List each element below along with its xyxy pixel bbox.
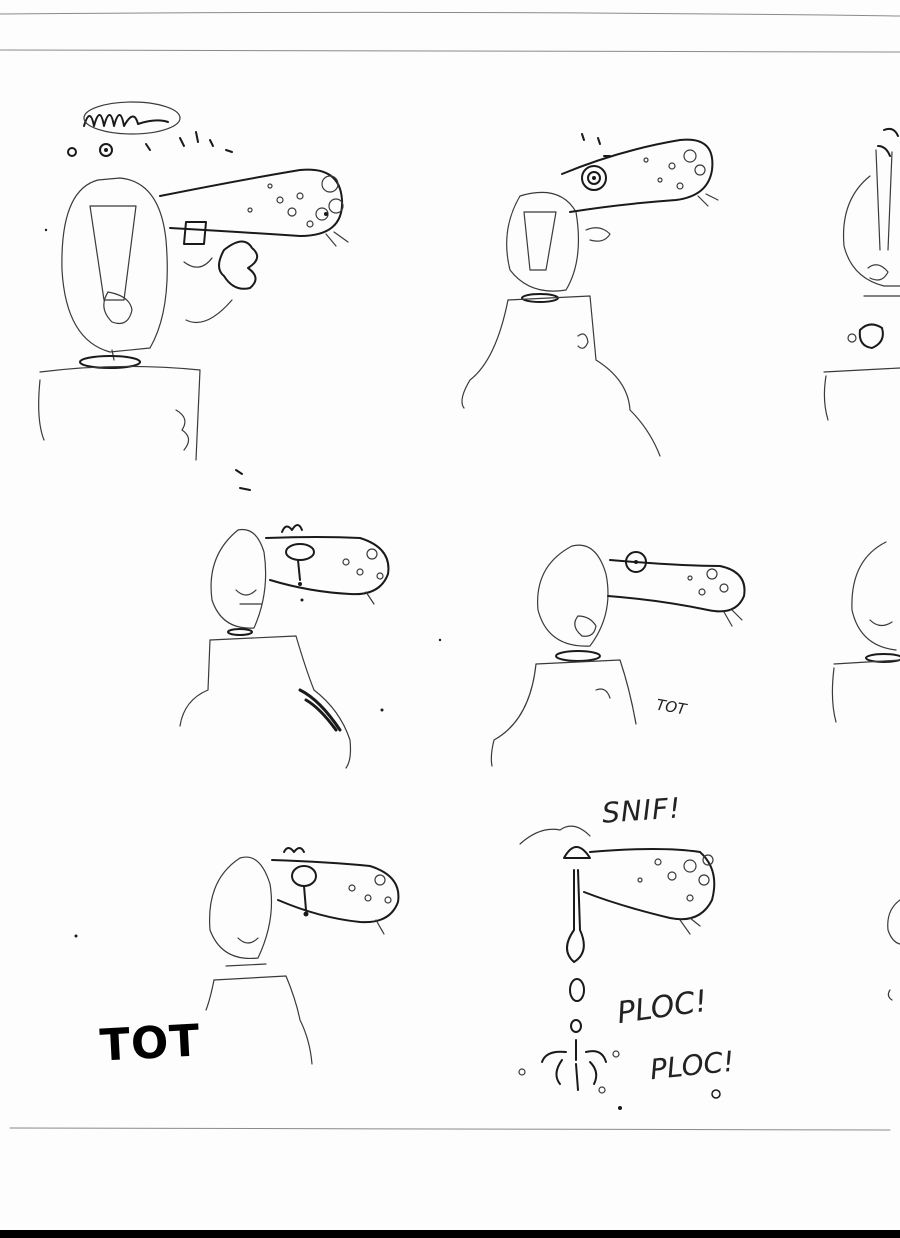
panel-1-snout [159,168,344,237]
panel-2-head [506,191,580,292]
panel-7-head [208,856,273,960]
panel-6-partial-character [831,541,900,723]
panel-2-character-on-pedestal [461,133,719,457]
sniff-sound-effect: SNIF! [600,791,683,830]
panel-8-drip-closeup [518,825,721,1110]
panel-5-pedestal [490,659,637,767]
panel-6-head [851,541,897,651]
panel-2-pedestal [507,295,661,457]
panel-7-pedestal [213,975,313,1065]
panel-4-tear [297,559,301,581]
panel-4-pedestal [209,635,352,769]
panel-5-head [537,544,609,647]
panel-8-splash [541,1039,607,1091]
panel-7-snout [271,859,400,924]
panel-1-scribble [83,114,169,127]
panel-1-startled-character [38,101,349,491]
panel-4-sad-character [179,524,390,769]
panel-1-motion-oval [83,101,181,135]
panel-3-head [842,175,900,287]
panel-7-crying-character [205,847,400,1065]
panel-1-head [61,177,168,353]
panel-9-partial-character [887,899,900,1001]
panel-8-drop [566,869,585,963]
scan-edge-top [0,11,900,17]
panel-1-pedestal [39,365,201,461]
panel-9-head [887,899,900,945]
panel-4-snout [265,536,390,596]
panel-4-head [210,528,267,629]
panel-8-snout [583,848,716,921]
panel-7-tear [303,885,307,911]
panel-2-snout [561,138,714,213]
panel-5-character [490,544,746,767]
panel-3-partial-character [823,127,900,421]
panel-5-snout [607,559,746,613]
panel-5-stand [555,650,601,662]
scan-bottom-border [0,1230,900,1238]
artist-signature: TOT [98,1015,202,1072]
guide-line-top [0,49,900,53]
drip-sound-effect-2: PLOC! [648,1044,736,1087]
guide-line-bottom [9,1127,891,1131]
panel-1-stand [79,355,141,369]
